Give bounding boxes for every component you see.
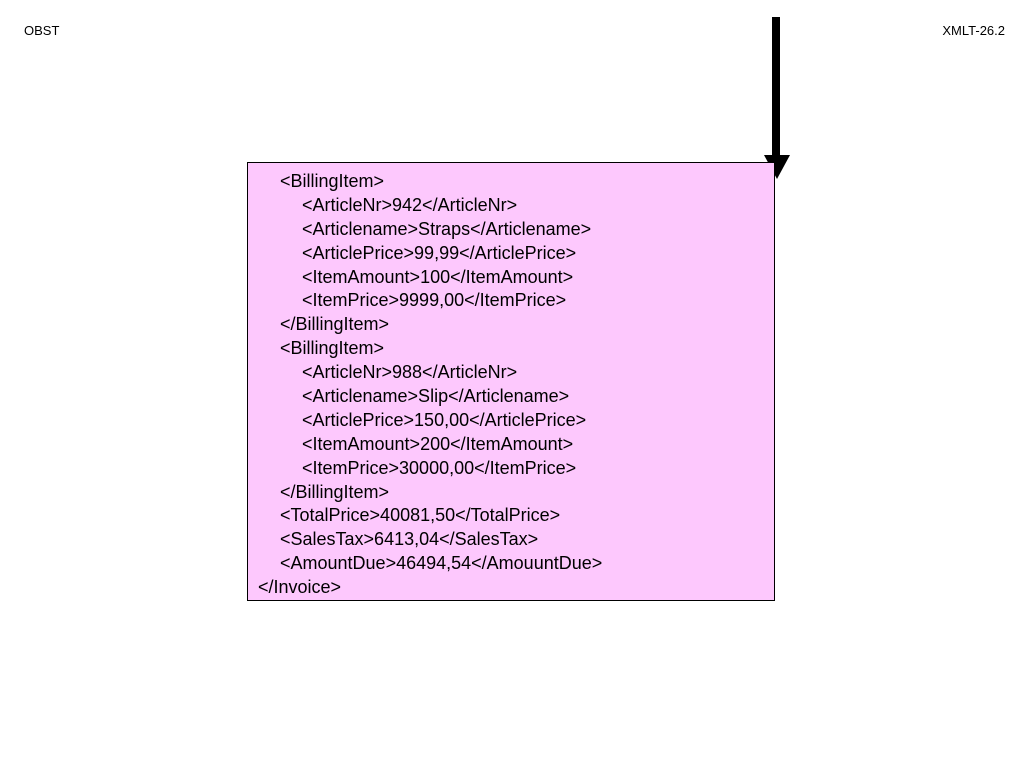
down-arrow-shaft <box>772 17 780 157</box>
xml-line: <ItemPrice>9999,00</ItemPrice> <box>302 290 567 311</box>
xml-line: <ItemPrice>30000,00</ItemPrice> <box>302 457 577 478</box>
header-right-label: XMLT-26.2 <box>942 23 1005 38</box>
xml-code-box: <BillingItem> <ArticleNr>942</ArticleNr> <… <box>247 162 775 601</box>
xml-line: </Invoice> <box>258 577 342 598</box>
xml-line: <BillingItem> <box>280 171 385 191</box>
xml-line: <BillingItem> <box>280 338 385 359</box>
xml-line: <ArticlePrice>150,00</ArticlePrice> <box>302 409 587 430</box>
xml-line: <Articlename>Straps</Articlename> <box>302 218 592 239</box>
xml-line: <AmountDue>46494,54</AmouuntDue> <box>280 553 603 574</box>
xml-line: <ArticleNr>942</ArticleNr> <box>302 194 518 215</box>
xml-line: <TotalPrice>40081,50</TotalPrice> <box>280 505 561 526</box>
xml-line: <ItemAmount>100</ItemAmount> <box>302 266 574 287</box>
xml-line: </BillingItem> <box>280 314 390 335</box>
xml-line: <ItemAmount>200</ItemAmount> <box>302 433 574 454</box>
xml-line: <ArticleNr>988</ArticleNr> <box>302 362 518 383</box>
header-left-label: OBST <box>24 23 60 38</box>
xml-line: <SalesTax>6413,04</SalesTax> <box>280 529 539 550</box>
xml-line: </BillingItem> <box>280 481 390 502</box>
xml-line: <ArticlePrice>99,99</ArticlePrice> <box>302 242 577 263</box>
xml-line: <Articlename>Slip</Articlename> <box>302 386 570 407</box>
